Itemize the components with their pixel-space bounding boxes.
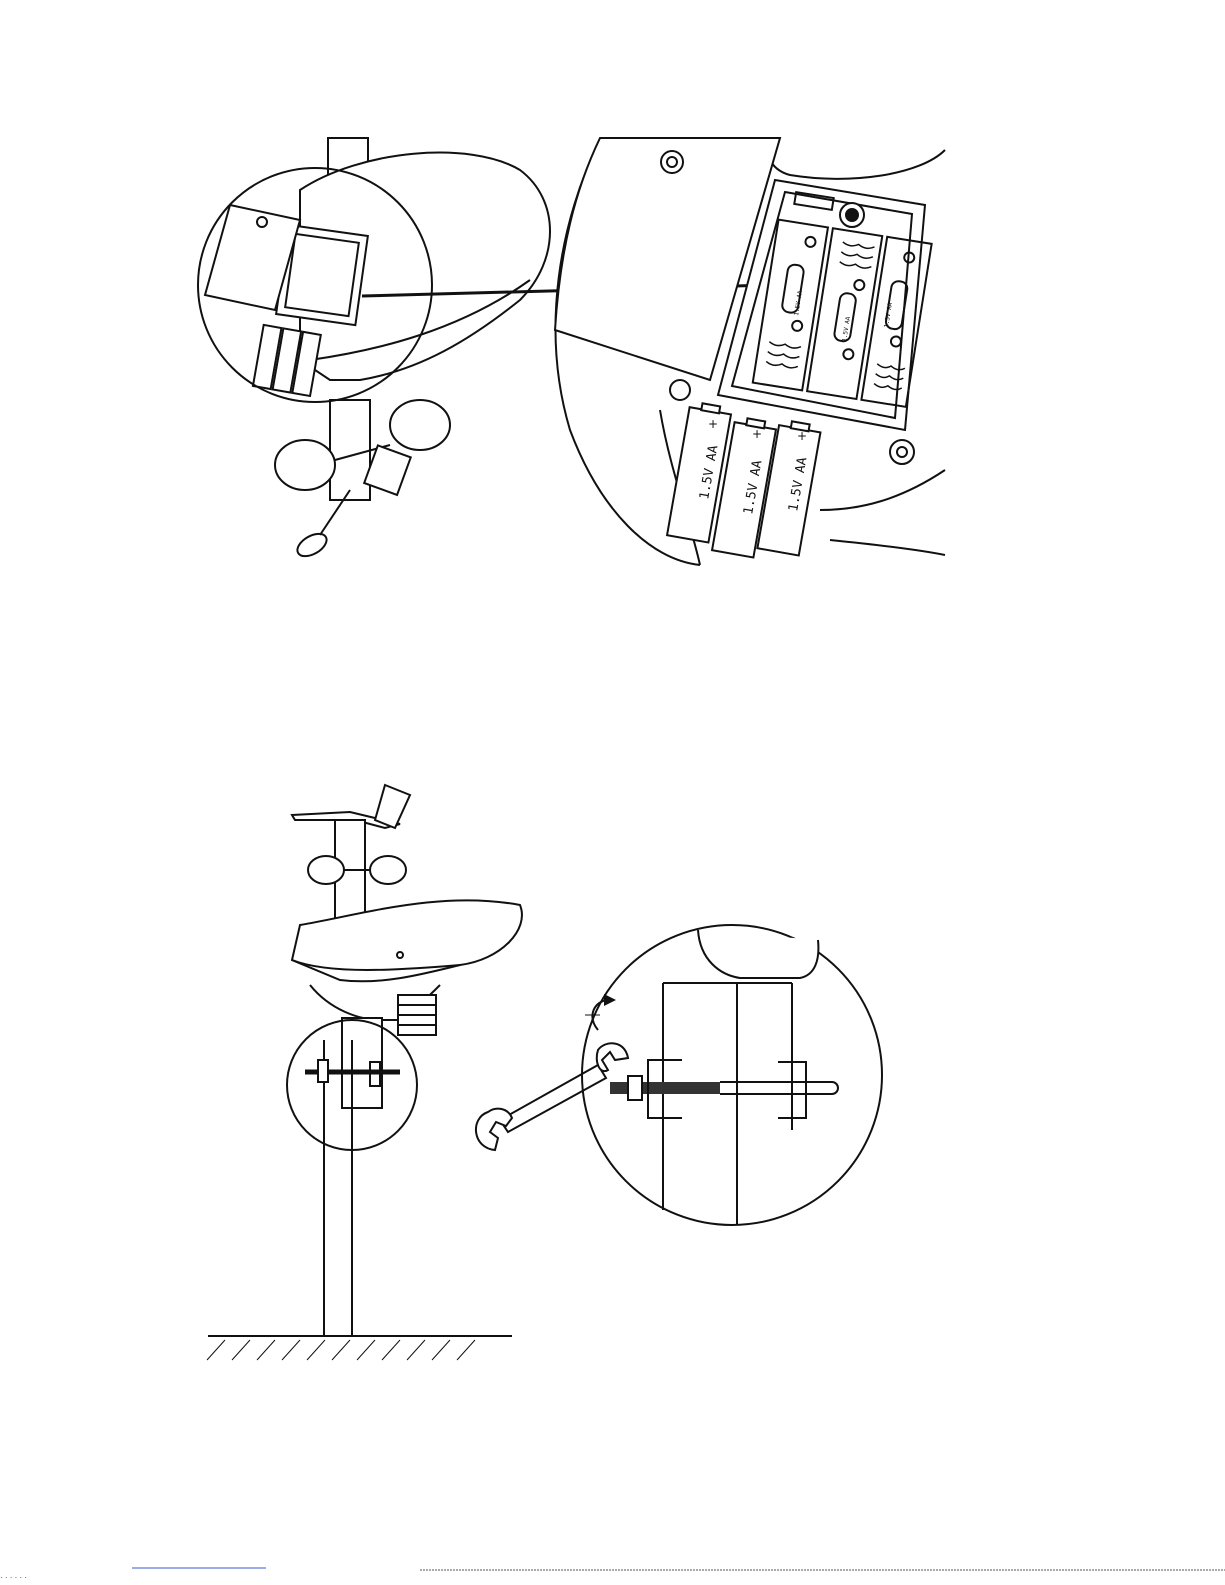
plus-mark-1: + [708,417,718,431]
rotation-arrow-icon [585,994,616,1030]
anemometer [308,820,406,920]
sensor-overview [198,138,550,561]
footer-left-text: · · · · · · [0,1573,27,1582]
battery-compartment-detail: 1.5V AA 1.5V AA 1.5V AA 1.5V AA 1.5V AA [555,138,945,565]
plus-mark-3: + [797,429,807,443]
wrench-icon [476,1043,628,1150]
plus-mark-2: + [752,427,762,441]
u-bolt-detail [582,925,882,1225]
mounting-pole [324,1018,382,1335]
sensor-body [292,900,522,1035]
battery-installation-figure: 1.5V AA 1.5V AA 1.5V AA 1.5V AA 1.5V AA [198,138,945,565]
pole-mounting-figure [207,785,882,1360]
footer-lines [132,1568,1225,1570]
ground [207,1336,512,1360]
